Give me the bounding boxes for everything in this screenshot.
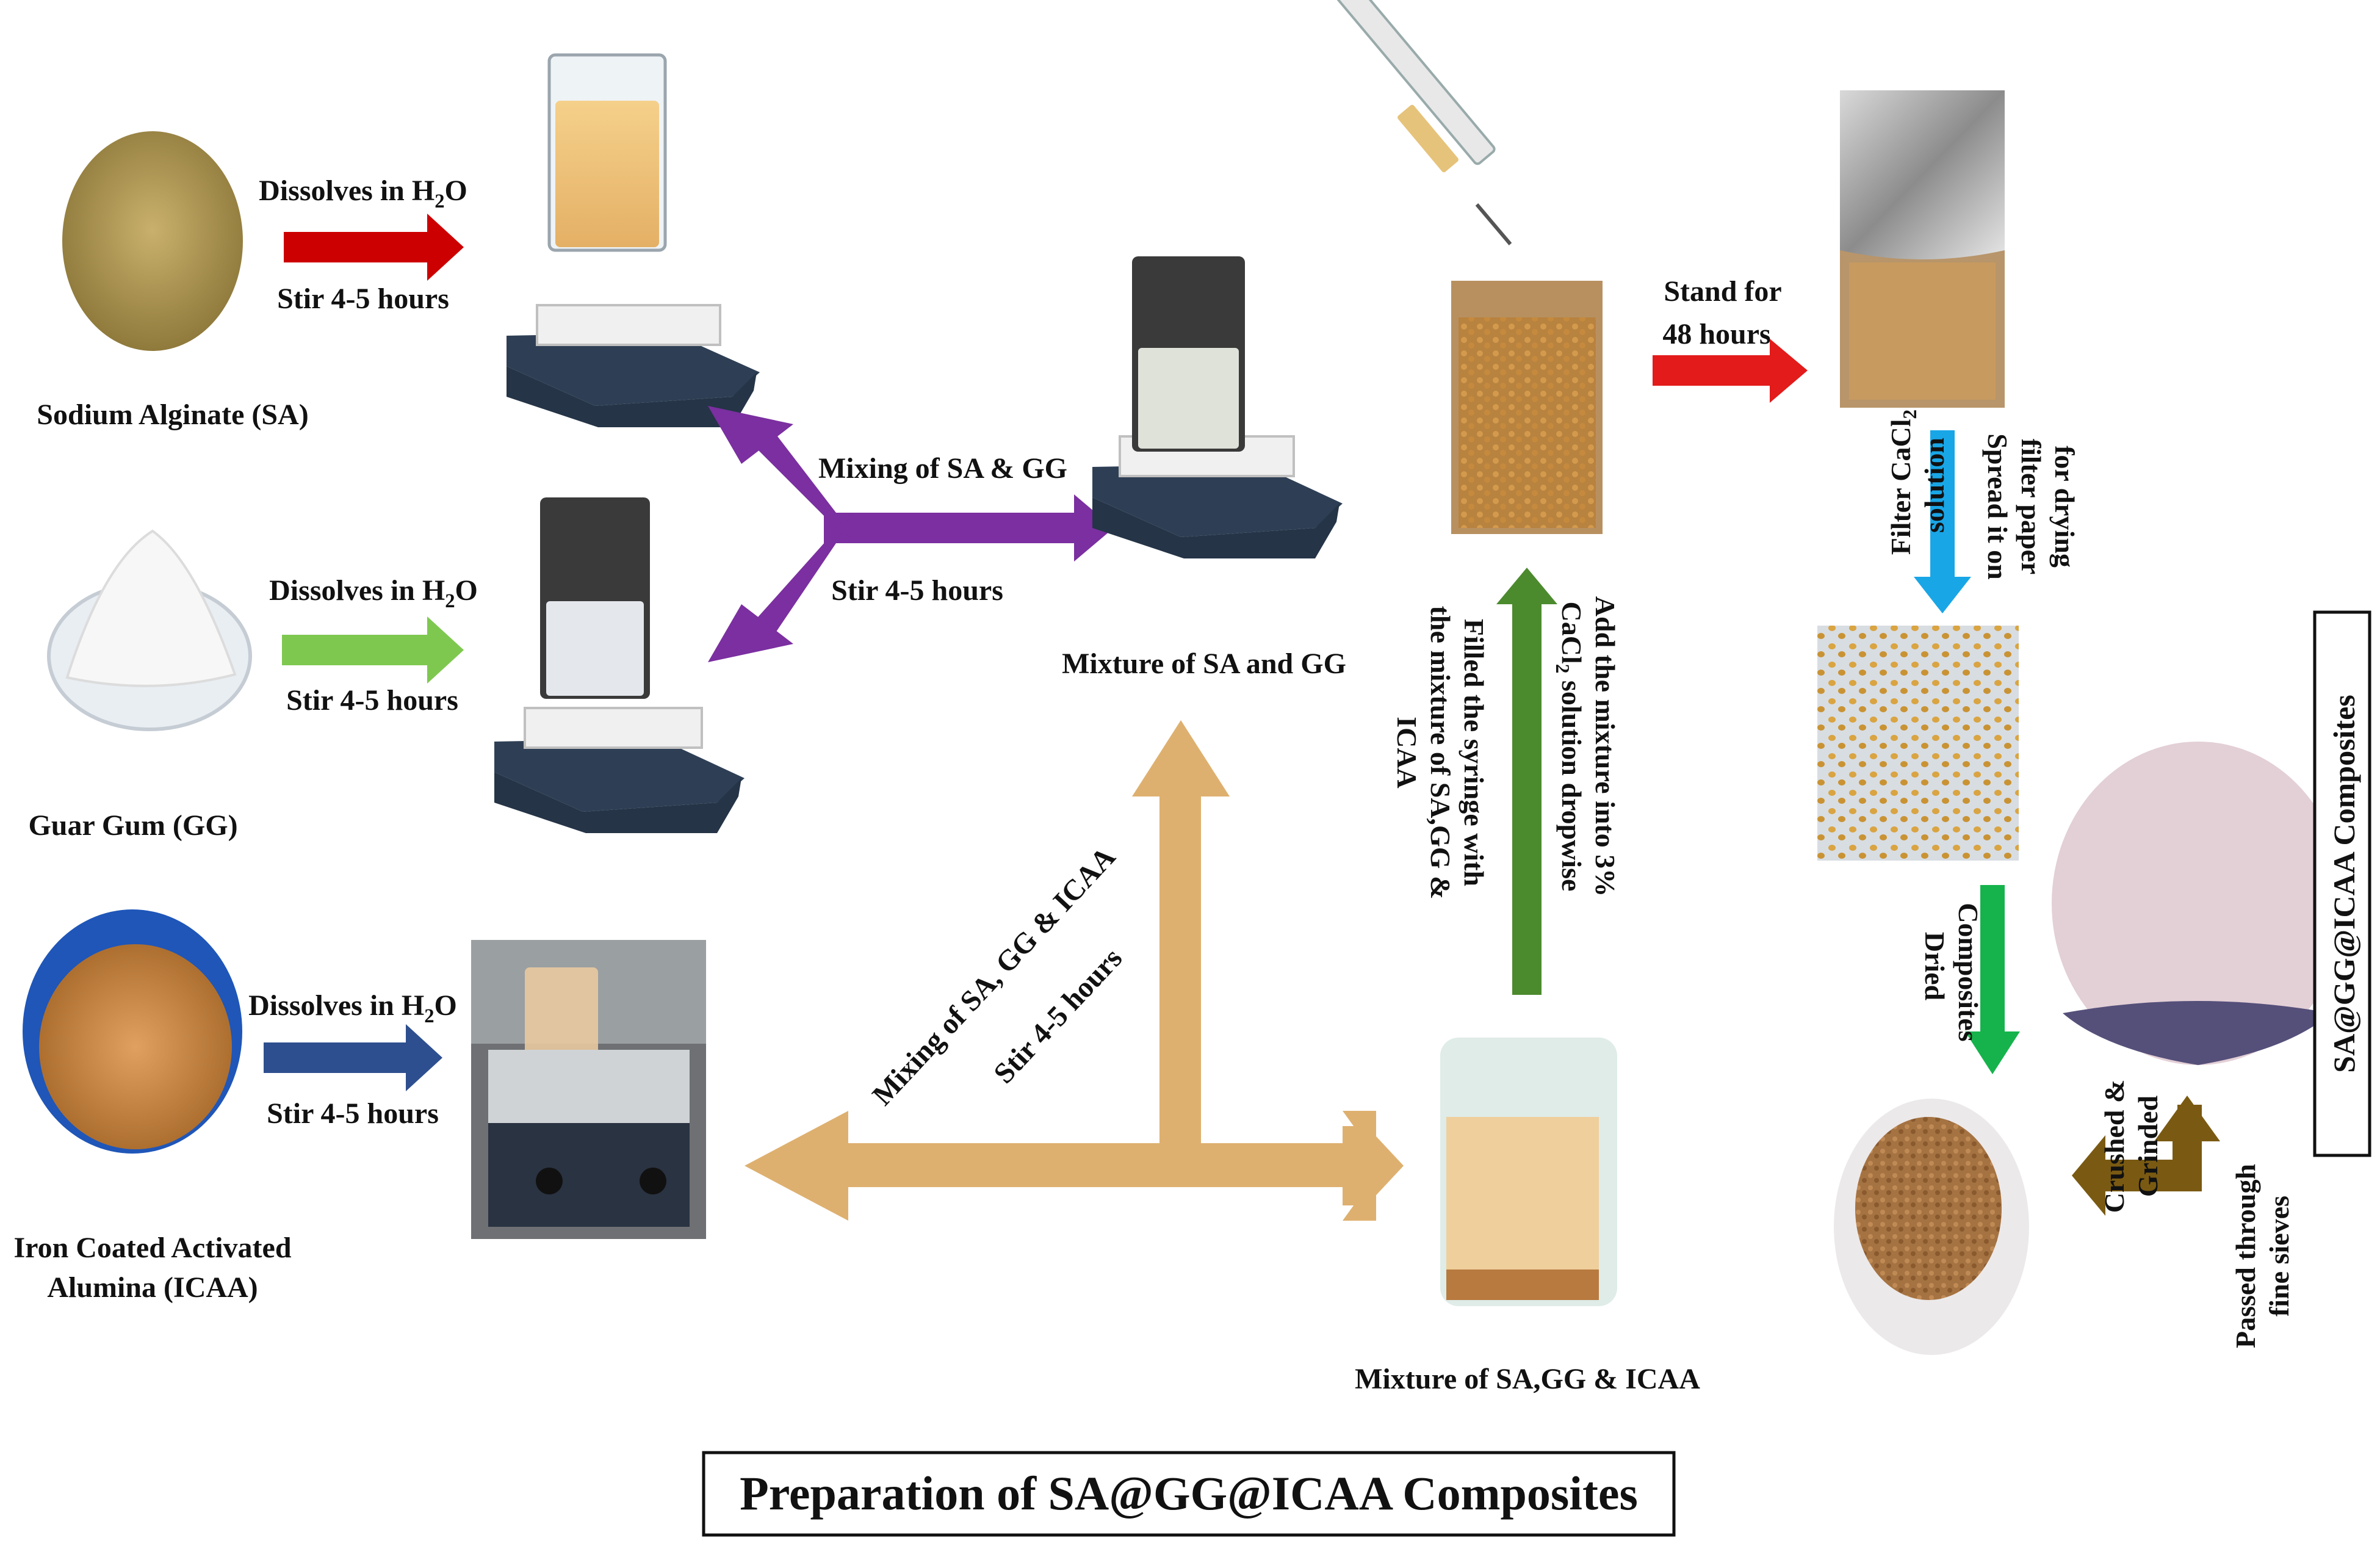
dark-green-arrow-up	[1496, 568, 1557, 995]
stir-label-3: Stir 4-5 hours	[267, 1097, 439, 1130]
icaa-label-line2: Alumina (ICAA)	[47, 1271, 258, 1304]
main-title-box	[702, 1451, 1676, 1537]
ground-composite-image	[1834, 1099, 2029, 1355]
syringe-image	[1336, 0, 1512, 245]
filter-label-line1: Filter CaCl2	[1885, 410, 1920, 555]
stand-label-line2: 48 hours	[1662, 318, 1770, 350]
beaker-beads-image	[1451, 281, 1603, 534]
tan-mix-arrow	[745, 720, 1404, 1221]
hotplate-beaker-2	[494, 497, 745, 833]
stir-mix-label: Stir 4-5 hours	[831, 574, 1003, 607]
sieved-powder-dish-image	[2052, 742, 2345, 1065]
mixture-all-label: Mixture of SA,GG & ICAA	[1355, 1363, 1700, 1395]
filled-syringe-line3: ICAA	[1391, 717, 1423, 789]
passed-label-line1: Passed through	[2230, 1164, 2261, 1348]
spread-label-line3: for drying	[2049, 446, 2080, 568]
olive-arrow	[2072, 1096, 2220, 1216]
icaa-image	[23, 909, 242, 1154]
hotplate-beaker-1	[507, 53, 760, 427]
add-mixture-line1: Add the mixture into 3%	[1590, 596, 1621, 897]
red-arrow-1	[284, 214, 464, 281]
sodium-alginate-image	[62, 131, 243, 351]
crushed-label-line1: Crushed &	[2099, 1080, 2130, 1213]
add-mixture-line2: CaCl2 solution dropwise	[1552, 602, 1587, 892]
foil-covered-beaker-image	[1840, 90, 2005, 408]
hotplate-photo-icaa	[471, 940, 706, 1239]
filter-label-line2: solution	[1919, 438, 1950, 533]
sodium-alginate-label: Sodium Alginate (SA)	[37, 399, 308, 431]
side-title: SA@GG@ICAA Composites	[2327, 695, 2361, 1072]
dried-beads-on-paper-image	[1817, 626, 2019, 861]
dissolve-label-2: Dissolves in H2O	[269, 574, 478, 612]
side-title-box	[2313, 610, 2371, 1157]
red-arrow-2	[1653, 339, 1808, 403]
filled-syringe-line2: the mixture of SA,GG &	[1425, 606, 1456, 900]
crushed-label-line2: Grinded	[2132, 1096, 2163, 1197]
guar-gum-label: Guar Gum (GG)	[28, 809, 237, 842]
main-title: Preparation of SA@GG@ICAA Composites	[740, 1467, 1638, 1520]
dissolve-label-3: Dissolves in H2O	[248, 989, 457, 1027]
icaa-label-line1: Iron Coated Activated	[13, 1232, 291, 1264]
stand-label-line1: Stand for	[1664, 275, 1781, 308]
spread-label-line2: filter paper	[2016, 439, 2047, 575]
dried-label-line2: Composites	[1953, 903, 1984, 1041]
purple-mix-arrow	[708, 406, 1114, 662]
hotplate-beaker-mixture	[1092, 256, 1343, 558]
spread-label-line1: Spread it on	[1982, 433, 2013, 579]
blue-arrow-1	[264, 1024, 442, 1091]
green-arrow-down	[1965, 885, 2020, 1074]
beaker-mixture-all	[1440, 1038, 1617, 1306]
passed-label-line2: fine sieves	[2263, 1196, 2295, 1317]
dried-label-line1: Dried	[1919, 932, 1950, 1001]
stir-label-2: Stir 4-5 hours	[286, 684, 458, 717]
guar-gum-image	[47, 529, 252, 731]
mixture-sa-gg-label: Mixture of SA and GG	[1062, 648, 1346, 680]
cyan-arrow-down	[1914, 430, 1971, 613]
dissolve-label-1: Dissolves in H2O	[259, 175, 467, 212]
stir-label-1: Stir 4-5 hours	[277, 283, 449, 315]
filled-syringe-line1: Filled the syringe with	[1459, 619, 1490, 886]
green-arrow-1	[282, 616, 464, 684]
mixing-sa-gg-label: Mixing of SA & GG	[818, 452, 1067, 485]
